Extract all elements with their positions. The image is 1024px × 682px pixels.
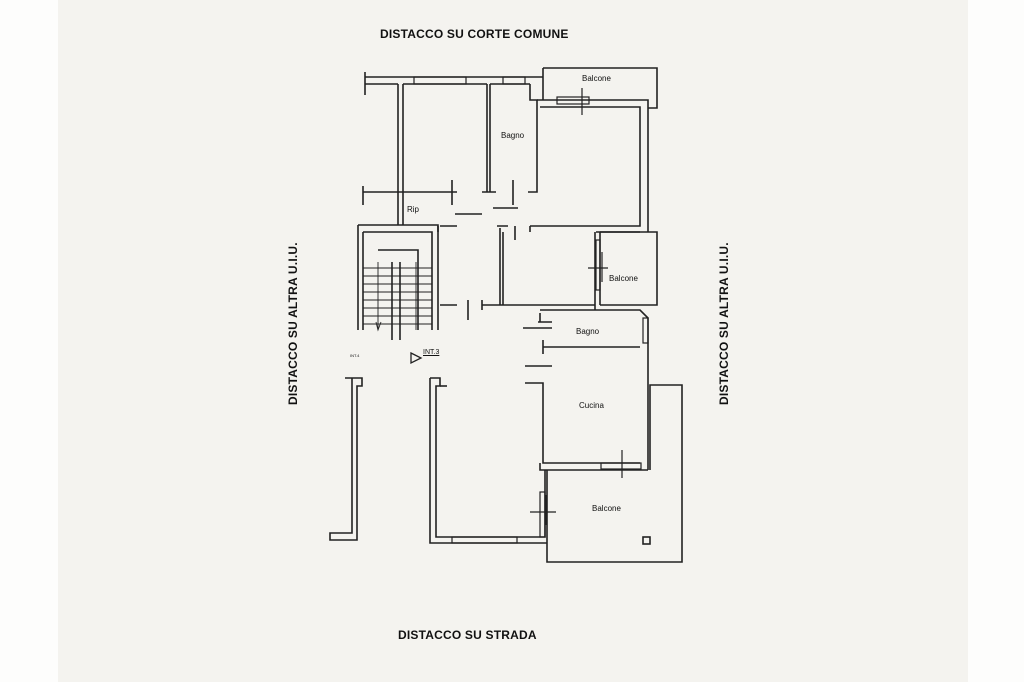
label-bottom: DISTACCO SU STRADA [398, 628, 537, 642]
windows [413, 76, 649, 544]
walls [329, 67, 683, 563]
unit-int3: INT.3 [423, 349, 440, 356]
room-balcone-top: Balcone [582, 74, 611, 83]
paper-background [58, 0, 968, 682]
stair-treads [363, 262, 432, 332]
room-cucina: Cucina [579, 401, 604, 410]
room-balcone-bottom: Balcone [592, 504, 621, 513]
entrance-arrow-icon [410, 351, 423, 365]
room-bagno-top: Bagno [501, 131, 525, 140]
room-balcone-mid: Balcone [609, 274, 638, 283]
unit-int4: INT.4 [350, 353, 360, 358]
label-left: DISTACCO SU ALTRA U.I.U. [286, 242, 300, 405]
room-bagno-mid: Bagno [576, 327, 600, 336]
room-rip: Rip [407, 205, 420, 214]
label-right: DISTACCO SU ALTRA U.I.U. [717, 242, 731, 405]
label-top: DISTACCO SU CORTE COMUNE [380, 27, 569, 41]
